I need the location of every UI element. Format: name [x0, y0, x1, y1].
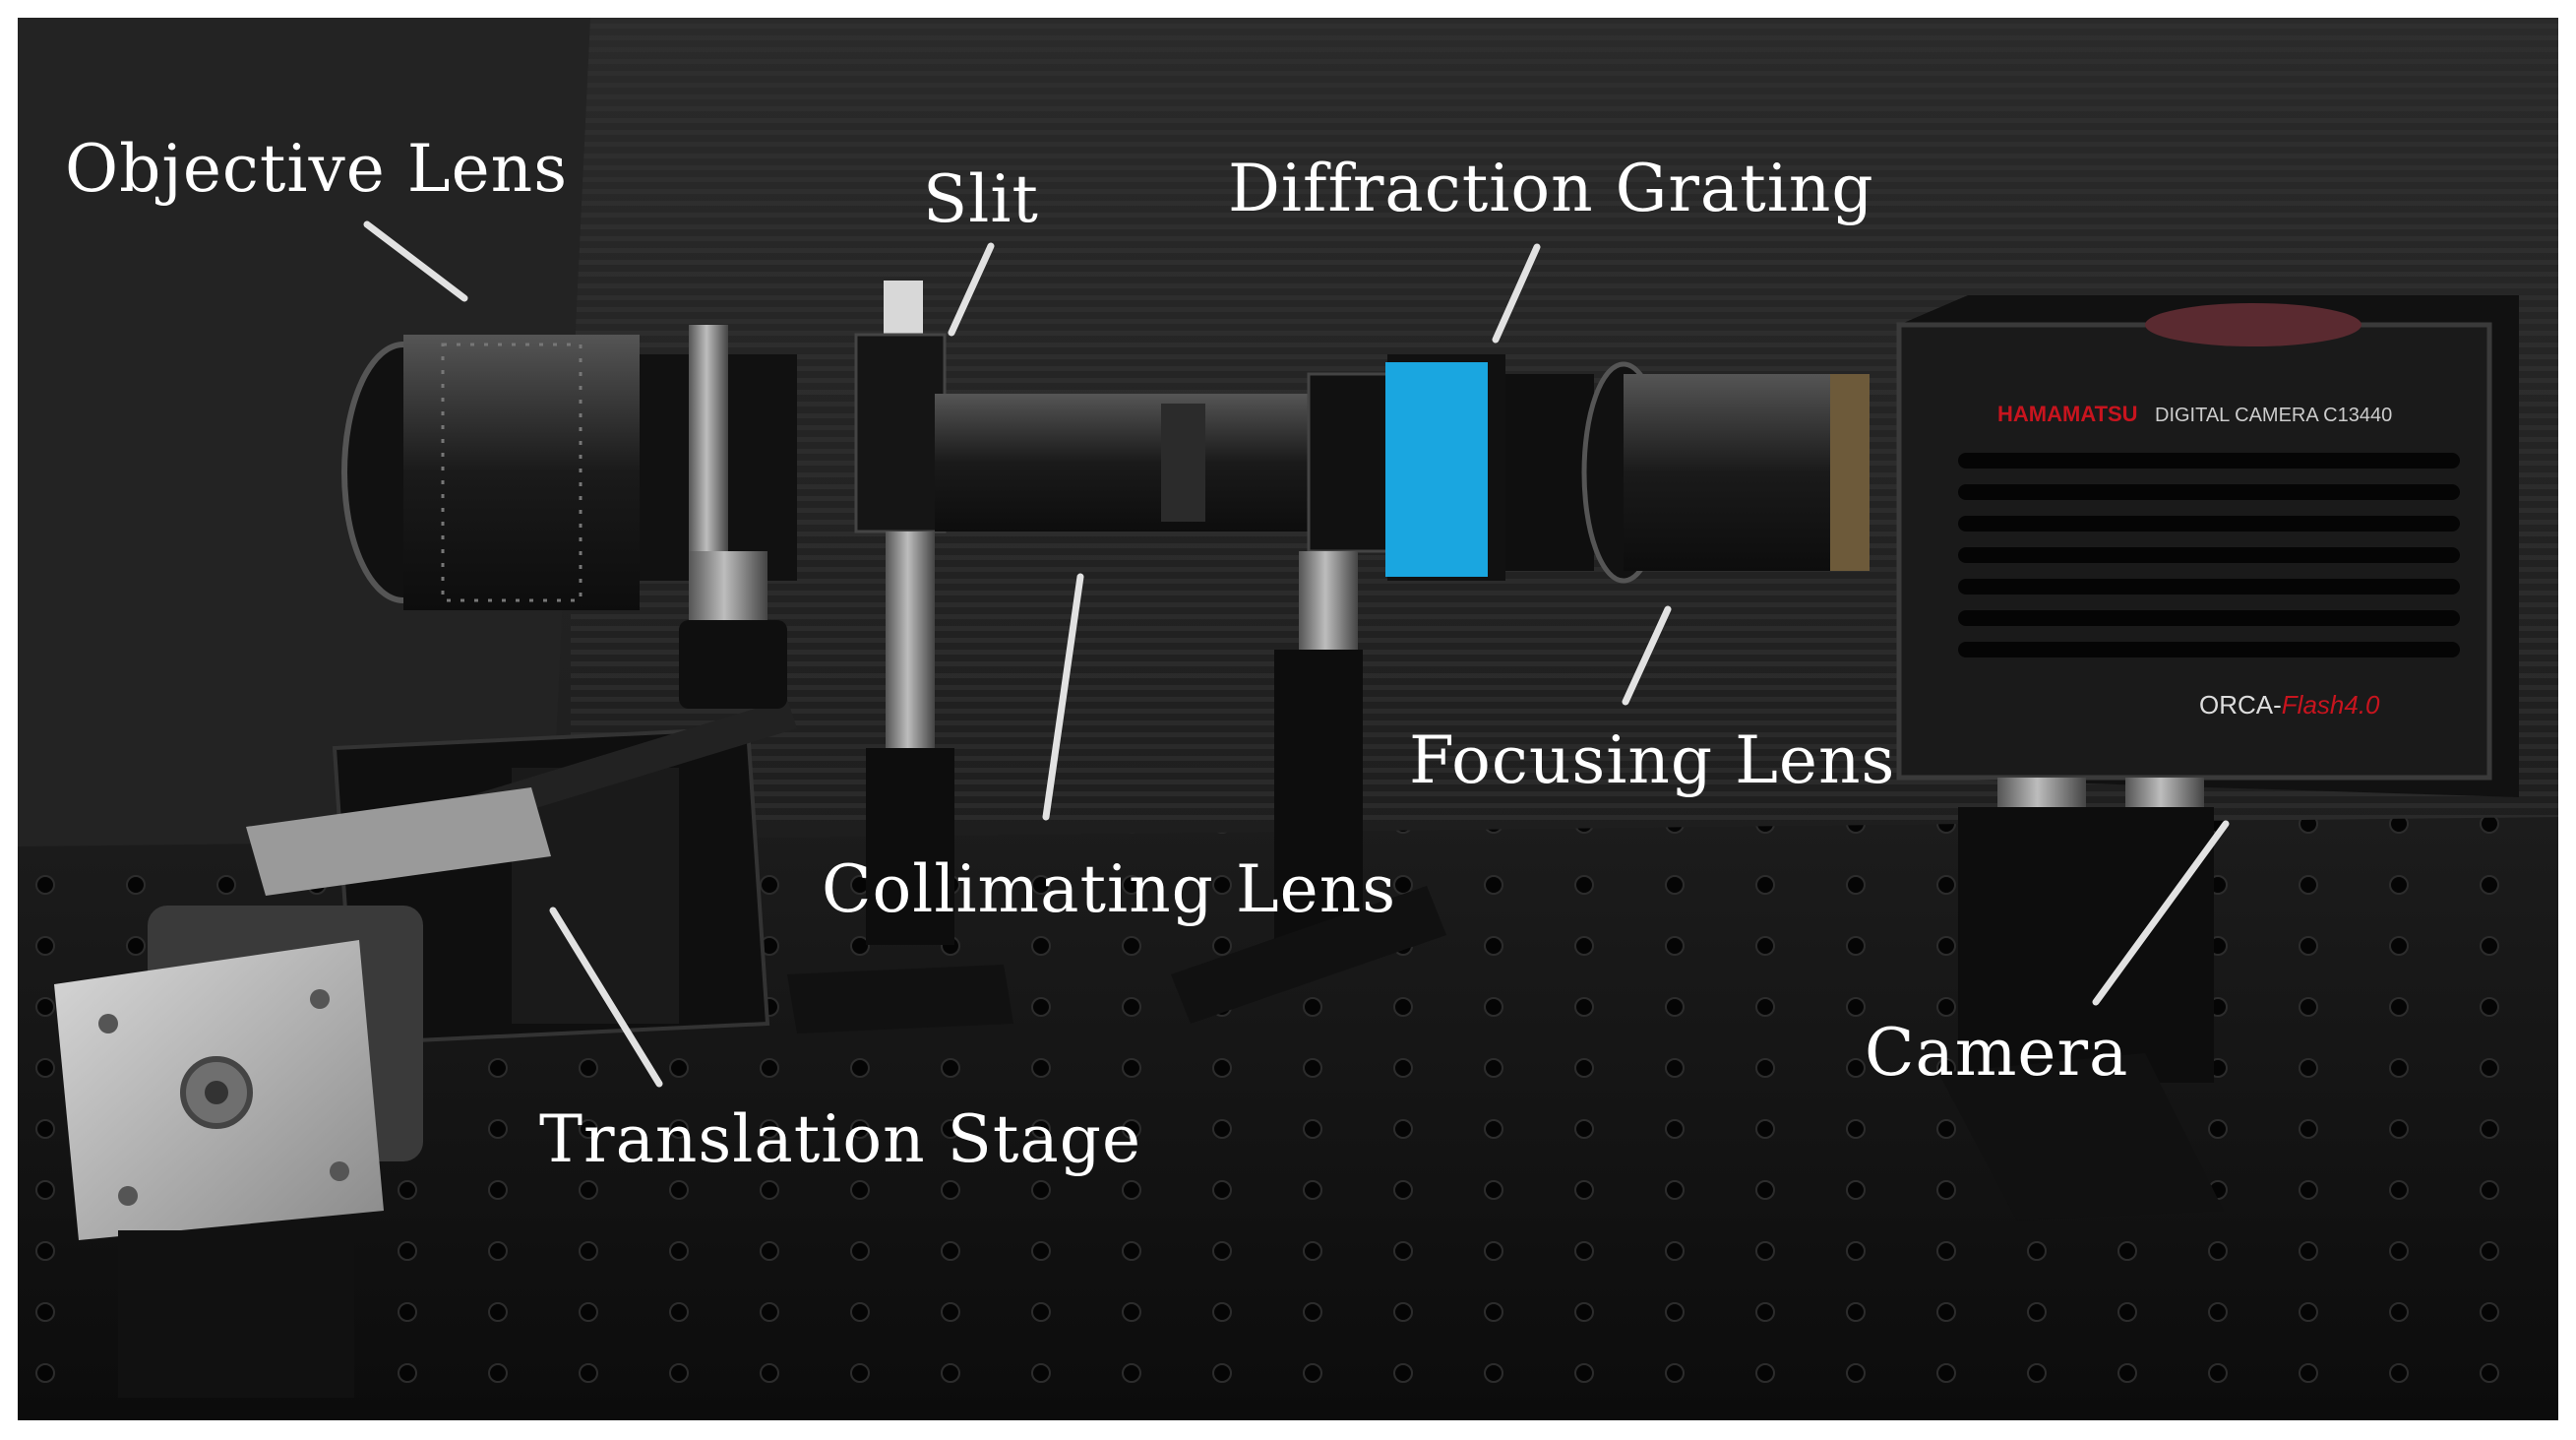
label-collimating-lens: Collimating Lens: [822, 851, 1396, 927]
label-focusing-lens: Focusing Lens: [1409, 722, 1895, 798]
collimating-lens: [787, 394, 1309, 1033]
diffraction-grating: [1385, 354, 1505, 581]
objective-lens: [341, 325, 797, 610]
camera: HAMAMATSU DIGITAL CAMERA C13440 ORCA-Fla…: [1896, 295, 2519, 1221]
stepper-motor: [54, 787, 551, 1398]
lens-mount-post: [679, 551, 787, 709]
label-diffraction-grating: Diffraction Grating: [1228, 151, 1874, 226]
leader-objective-lens: [363, 220, 468, 302]
slit: [854, 281, 947, 533]
label-slit: Slit: [923, 161, 1039, 237]
label-objective-lens: Objective Lens: [65, 131, 568, 207]
leader-lines: [363, 220, 2230, 1088]
leader-translation-stage: [549, 907, 663, 1088]
leader-slit: [948, 242, 995, 337]
camera-vent-grille: [1958, 453, 2460, 657]
grating-mount: [1171, 372, 1446, 1024]
leader-collimating-lens: [1042, 573, 1084, 821]
label-translation-stage: Translation Stage: [539, 1101, 1141, 1177]
focusing-lens: [1505, 361, 1870, 584]
callout-labels: Objective Lens Slit Diffraction Grating …: [65, 131, 2128, 1177]
leader-focusing-lens: [1622, 605, 1672, 706]
camera-model: DIGITAL CAMERA C13440: [2155, 405, 2392, 426]
camera-product-name: ORCA-Flash4.0: [2199, 690, 2380, 720]
leader-camera: [2092, 820, 2230, 1006]
leader-diffraction-grating: [1492, 243, 1541, 344]
label-camera: Camera: [1865, 1015, 2128, 1091]
camera-brand: HAMAMATSU: [1997, 402, 2138, 426]
camera-product-suffix: Flash4.0: [2282, 690, 2380, 720]
camera-product-prefix: ORCA-: [2199, 690, 2282, 720]
